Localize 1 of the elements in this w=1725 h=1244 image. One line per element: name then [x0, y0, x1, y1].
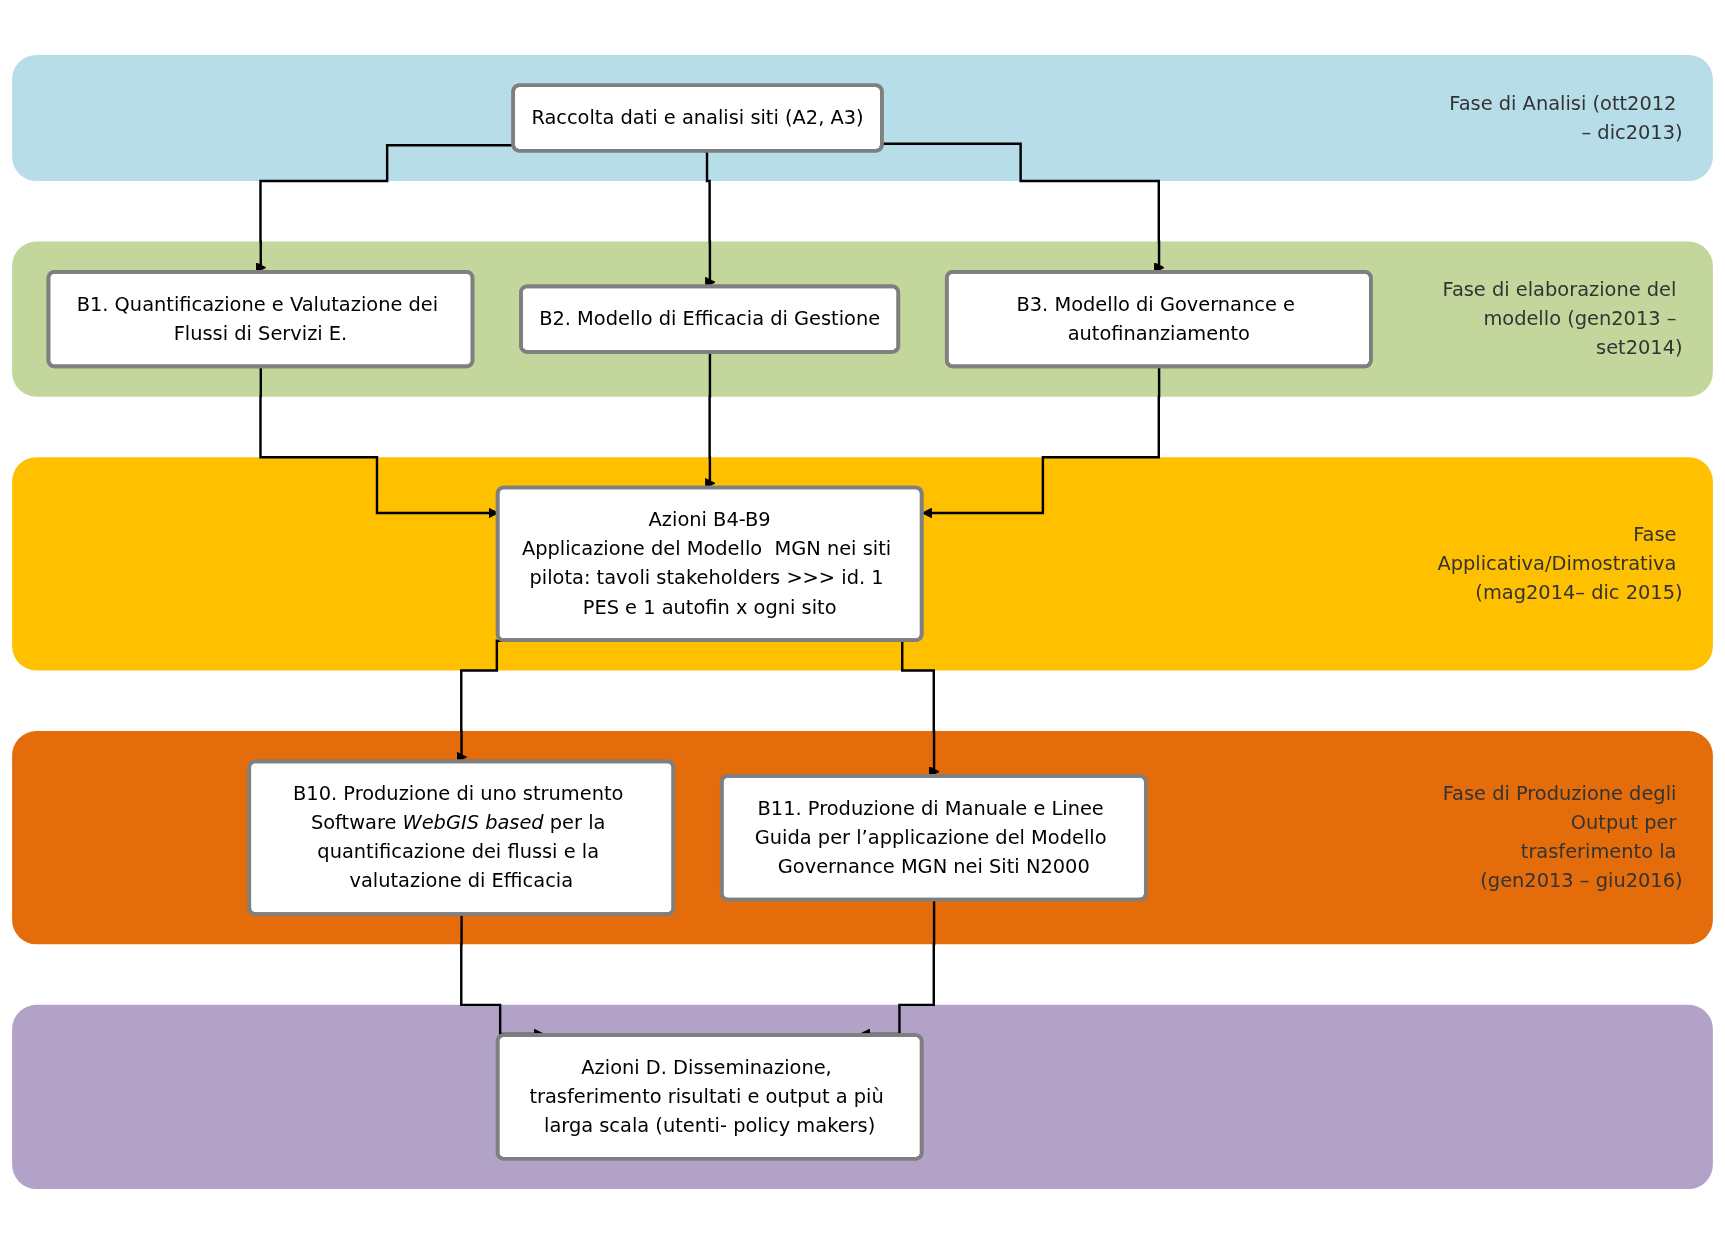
- cluster: [12, 1004, 1713, 1189]
